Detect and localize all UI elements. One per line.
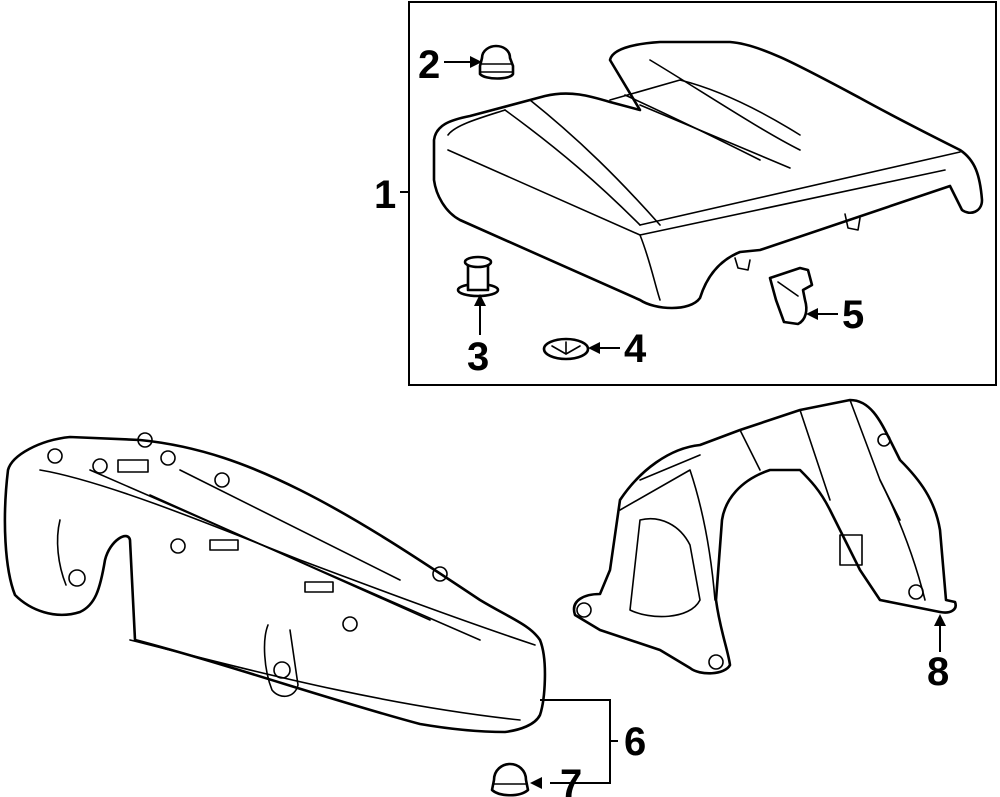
bracket-drawing	[768, 266, 814, 326]
grommet-bottom-drawing	[490, 762, 530, 797]
callout-1: 1	[374, 173, 396, 217]
callout-2: 2	[418, 43, 440, 87]
bolt-drawing	[456, 255, 500, 298]
clip-ring-drawing	[542, 337, 590, 361]
callout-5: 5	[842, 293, 864, 337]
callout-7: 7	[560, 762, 582, 797]
grommet-top-drawing	[478, 44, 515, 80]
side-cover-drawing	[572, 398, 957, 675]
engine-cover-group-box	[408, 1, 997, 386]
callout-4: 4	[624, 327, 647, 371]
leader-lines	[400, 56, 946, 789]
callout-8: 8	[927, 650, 949, 694]
heat-shield-drawing	[3, 432, 547, 734]
callout-6: 6	[624, 720, 646, 764]
engine-cover-drawing	[432, 40, 984, 310]
callout-3: 3	[467, 335, 489, 379]
